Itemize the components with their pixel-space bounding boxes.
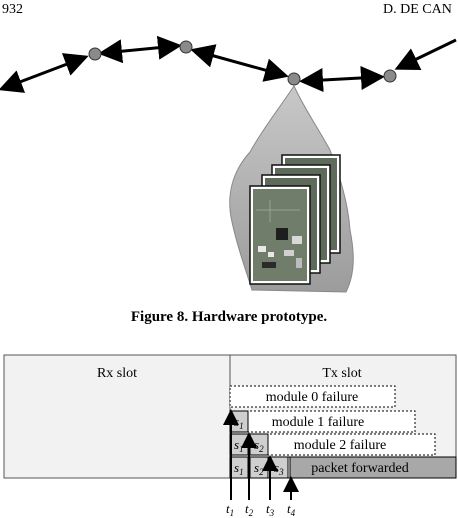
node-network: [4, 40, 456, 88]
bar-label: packet forwarded: [311, 461, 409, 476]
node: [89, 48, 101, 60]
link-arrow: [400, 40, 456, 67]
bar-label: module 2 failure: [294, 438, 387, 453]
timing-diagram: Rx slot Tx slot module 0 failure s1 modu…: [4, 355, 456, 518]
t1-label: t1: [226, 501, 234, 518]
bar-label: module 1 failure: [272, 415, 365, 430]
link-arrow: [104, 46, 176, 53]
rx-slot-label: Rx slot: [97, 366, 137, 381]
t4-label: t4: [287, 501, 296, 518]
tx-slot-label: Tx slot: [322, 366, 361, 381]
figure-caption: Figure 8. Hardware prototype.: [0, 309, 458, 326]
t2-label: t2: [245, 501, 254, 518]
link-arrow: [4, 58, 83, 88]
t3-label: t3: [266, 501, 275, 518]
link-arrow: [196, 51, 283, 75]
link-arrow: [305, 77, 379, 81]
node: [384, 70, 396, 82]
node: [288, 73, 300, 85]
node: [180, 41, 192, 53]
bar-label: module 0 failure: [266, 390, 359, 405]
